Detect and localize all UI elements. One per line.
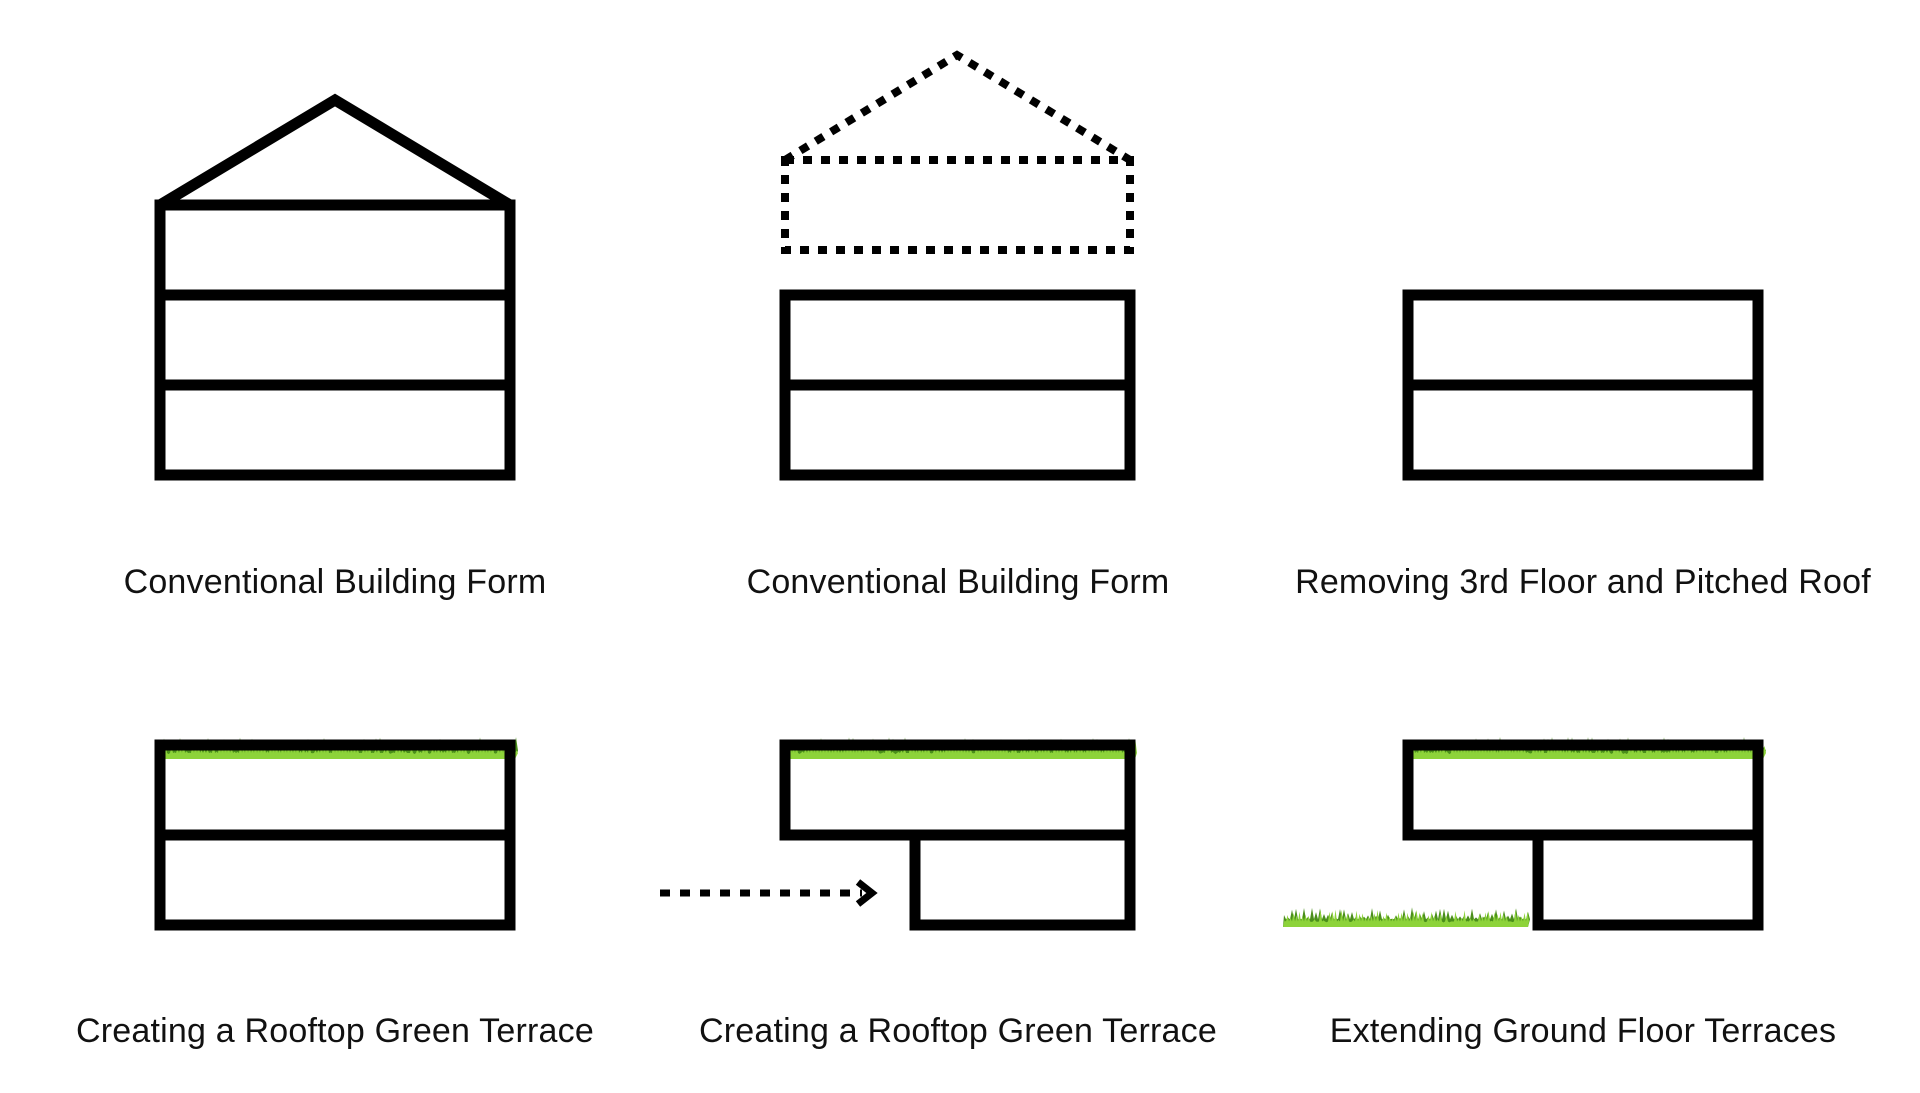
caption-panel-6: Extending Ground Floor Terraces: [1329, 1012, 1837, 1050]
caption-panel-3: Removing 3rd Floor and Pitched Roof: [1295, 563, 1871, 601]
panel-6-building: [1283, 737, 1766, 931]
panel-3-building: [1402, 289, 1764, 481]
building-outline: [154, 199, 516, 481]
caption-panel-2: Conventional Building Form: [746, 563, 1170, 601]
panel-5-building: [660, 737, 1137, 931]
caption-panel-5: Creating a Rooftop Green Terrace: [699, 1012, 1217, 1050]
panel-2-building: [779, 50, 1136, 481]
removed-roof-dotted: [782, 50, 1133, 164]
lower-floor-setback: [909, 829, 1136, 931]
pitched-roof: [157, 93, 513, 210]
ground-terrace-grass: [1283, 907, 1530, 927]
removed-floor-dotted: [781, 156, 1134, 254]
panel-4-building: [154, 737, 518, 931]
lower-floor-setback: [1532, 829, 1764, 931]
grass-front-blades: [1283, 909, 1529, 927]
caption-panel-1: Conventional Building Form: [123, 563, 547, 601]
move-arrow: [660, 879, 878, 907]
panel-1-building: [154, 93, 516, 481]
caption-panel-4: Creating a Rooftop Green Terrace: [76, 1012, 594, 1050]
